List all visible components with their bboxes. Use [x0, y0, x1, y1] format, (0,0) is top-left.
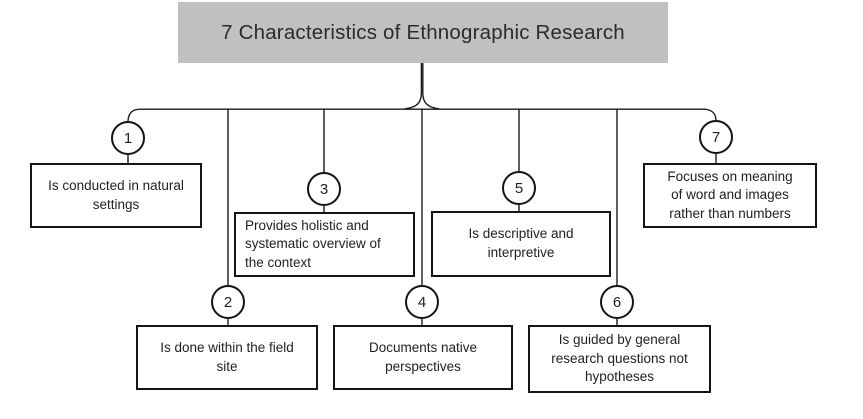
item-7-number-badge: 7: [699, 120, 733, 154]
item-4-box: Documents native perspectives: [333, 325, 513, 390]
item-1-box: Is conducted in natural settings: [30, 163, 202, 228]
item-2-number-badge: 2: [211, 285, 245, 319]
item-2-box: Is done within the field site: [136, 325, 318, 390]
item-6-number-badge: 6: [600, 285, 634, 319]
title-connector-left: [404, 63, 423, 110]
item-6-box: Is guided by general research questions …: [528, 325, 711, 393]
item-3-number-badge: 3: [307, 172, 341, 206]
item-3-box: Provides holistic and systematic overvie…: [234, 212, 415, 277]
title-connector-right: [422, 63, 440, 110]
diagram-title: 7 Characteristics of Ethnographic Resear…: [178, 2, 668, 63]
item-5-box: Is descriptive and interpretive: [431, 211, 611, 277]
item-5-number-badge: 5: [502, 171, 536, 205]
item-4-number-badge: 4: [405, 285, 439, 319]
item-1-number-badge: 1: [111, 121, 145, 155]
item-7-box: Focuses on meaning of word and images ra…: [643, 163, 817, 228]
